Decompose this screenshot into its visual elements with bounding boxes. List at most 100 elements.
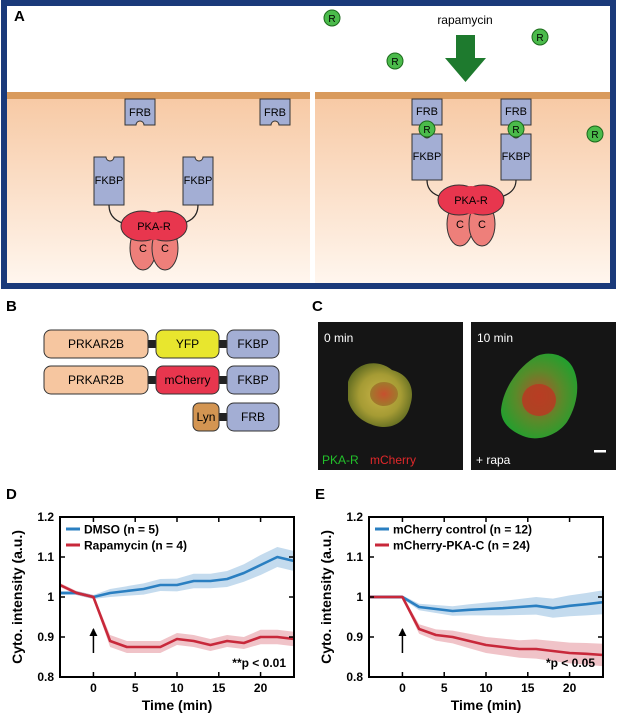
error-band-0 [369,590,603,618]
svg-text:R: R [591,130,598,141]
error-band-1 [369,595,603,667]
panel-b: B PRKAR2B YFP FKBP PRKAR2B mCherry FKBP … [6,298,280,432]
svg-text:R: R [391,57,398,68]
x-tick-label: 20 [563,681,577,695]
rapamycin-molecule-bound: R [507,120,525,138]
svg-text:FKBP: FKBP [184,175,213,187]
fkbp-domain: FKBP [93,156,125,206]
svg-text:C: C [478,219,486,231]
svg-text:0 min: 0 min [324,331,353,345]
rapamycin-molecule: R [386,52,404,70]
series-line-0 [369,595,604,613]
y-tick-label: 1.1 [346,550,363,564]
y-tick-label: 0.9 [346,630,363,644]
svg-text:+ rapa: + rapa [476,453,511,467]
cell-nucleus [370,382,398,406]
micrograph-0-min: 0 min PKA-R mCherry [318,322,463,470]
svg-text:R: R [512,125,519,136]
rapamycin-arrow [445,35,486,82]
x-axis-label: Time (min) [451,697,522,713]
svg-text:Lyn: Lyn [197,410,216,424]
x-tick-label: 10 [479,681,493,695]
svg-text:FKBP: FKBP [413,151,442,163]
rapamycin-label: rapamycin [437,13,492,27]
svg-text:PKA-R: PKA-R [322,453,359,467]
svg-text:PKA-R: PKA-R [137,221,171,233]
svg-text:FRB: FRB [416,106,438,118]
pka-regulatory-subunit: PKA-R [120,210,188,242]
svg-text:FRB: FRB [129,107,151,119]
error-band-0 [60,547,294,599]
svg-text:FKBP: FKBP [237,337,268,351]
y-axis-label: Cyto. intensity (a.u.) [9,530,25,664]
frb-domain: FRB [411,98,443,126]
svg-text:PRKAR2B: PRKAR2B [68,373,124,387]
x-tick-label: 5 [441,681,448,695]
frb-domain: FRB [124,98,156,126]
x-tick-label: 5 [132,681,139,695]
y-tick-label: 0.8 [37,670,54,684]
frb-domain: FRB [259,98,291,126]
panel-label-a: A [14,8,25,25]
legend-label: mCherry control (n = 12) [393,523,532,537]
svg-text:10 min: 10 min [477,331,513,345]
y-axis-label: Cyto. intensity (a.u.) [318,530,334,664]
significance-annotation: *p < 0.05 [546,656,595,670]
legend-label: DMSO (n = 5) [84,523,159,537]
svg-text:PRKAR2B: PRKAR2B [68,337,124,351]
construct-lyn-frb: Lyn FRB [192,402,280,432]
rapamycin-molecule-bound: R [418,120,436,138]
y-tick-label: 1 [47,590,54,604]
fkbp-domain: FKBP [411,133,443,181]
svg-text:R: R [536,33,543,44]
fkbp-domain: FKBP [182,156,214,206]
y-tick-label: 1.2 [346,510,363,524]
svg-text:R: R [328,14,335,25]
svg-text:FKBP: FKBP [237,373,268,387]
y-tick-label: 0.8 [346,670,363,684]
rapamycin-molecule: R [323,9,341,27]
rapamycin-molecule: R [531,28,549,46]
y-tick-label: 1.2 [37,510,54,524]
x-axis-label: Time (min) [142,697,213,713]
svg-text:PKA-R: PKA-R [454,195,488,207]
significance-annotation: **p < 0.01 [232,656,286,670]
panel-a: A rapamycin R R R R FRB FRB FKBP FKBP [1,0,616,289]
y-tick-label: 1 [356,590,363,604]
svg-text:FRB: FRB [505,106,527,118]
panel-label-b: B [6,298,17,315]
x-tick-label: 15 [521,681,535,695]
legend-label: mCherry-PKA-C (n = 24) [393,539,530,553]
scale-bar [594,450,606,453]
x-tick-label: 10 [170,681,184,695]
micrograph-10-min: 10 min + rapa [471,322,616,470]
svg-text:C: C [456,219,464,231]
svg-text:R: R [423,125,430,136]
membrane-right [315,92,610,99]
construct-yfp: PRKAR2B YFP FKBP [43,329,280,359]
panel-label-e: E [315,486,325,503]
svg-text:mCherry: mCherry [370,453,416,467]
svg-text:FRB: FRB [264,107,286,119]
panel-label-c: C [312,298,323,315]
x-tick-label: 0 [399,681,406,695]
error-band-1 [60,583,294,653]
series-line-0 [60,555,295,599]
x-tick-label: 20 [254,681,268,695]
series-line-1 [59,583,295,649]
y-tick-label: 1.1 [37,550,54,564]
svg-text:FRB: FRB [241,410,265,424]
cell-nucleus [522,384,556,416]
legend-label: Rapamycin (n = 4) [84,539,187,553]
panel-c-label-layer: C [312,298,323,315]
construct-mcherry: PRKAR2B mCherry FKBP [43,365,280,395]
stimulus-arrowhead-icon [89,628,98,636]
svg-text:FKBP: FKBP [502,151,531,163]
panel-label-d: D [6,486,17,503]
svg-text:C: C [139,243,147,255]
svg-text:C: C [161,243,169,255]
x-tick-label: 15 [212,681,226,695]
y-tick-label: 0.9 [37,630,54,644]
